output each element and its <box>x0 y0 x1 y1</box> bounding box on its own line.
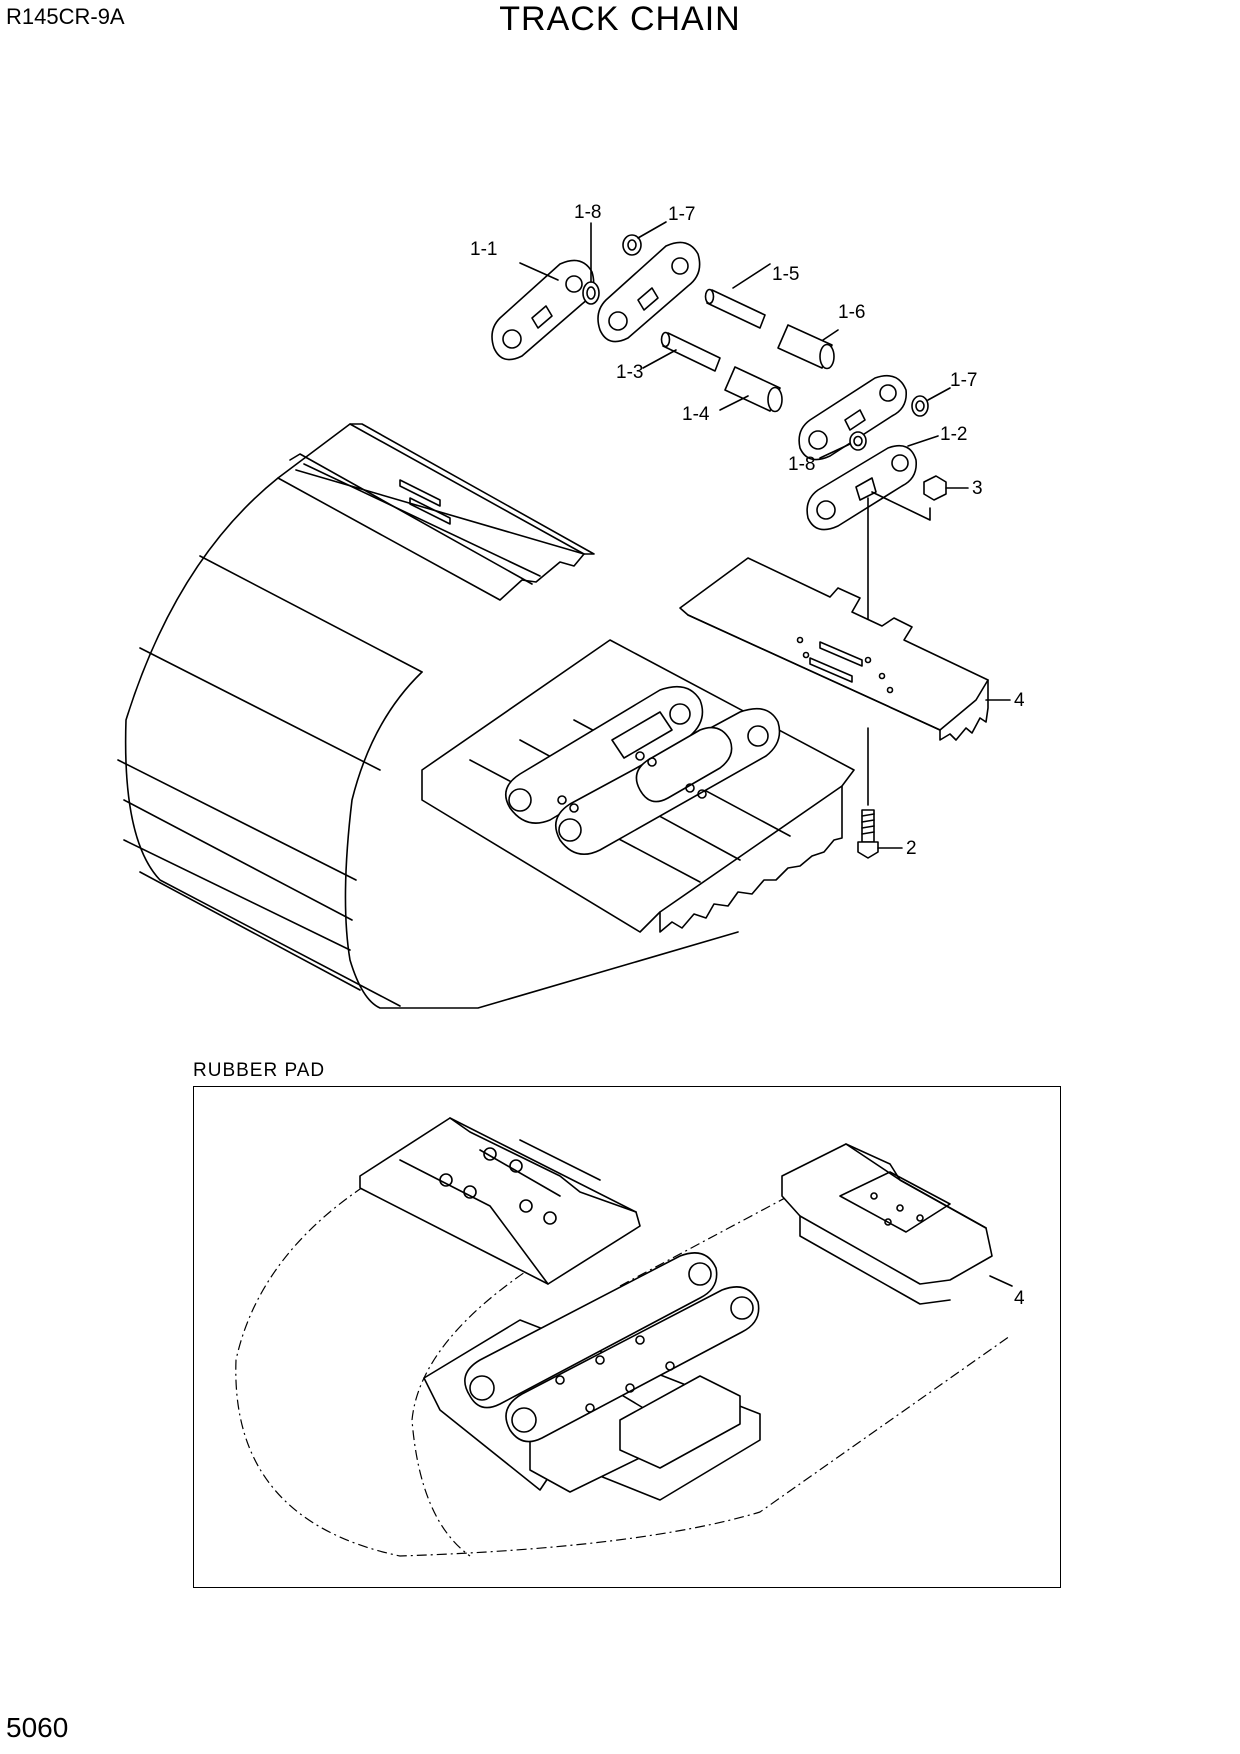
rubber-pad-label: RUBBER PAD <box>193 1060 326 1081</box>
pin-1-3 <box>660 331 721 372</box>
seal-1-7-top <box>622 234 642 256</box>
callout-2: 2 <box>906 838 917 859</box>
callout-1-8-top: 1-8 <box>574 202 601 223</box>
seal-1-7-right <box>911 395 929 417</box>
nut-guide-line <box>871 491 931 521</box>
seal-1-8-right <box>849 431 867 451</box>
bolt-2 <box>857 809 879 859</box>
shoe-4 <box>679 557 989 741</box>
bushing-1-4 <box>724 366 783 413</box>
rubber-pad-assembly <box>235 1117 1011 1557</box>
pin-1-5 <box>704 288 766 329</box>
callout-1-5: 1-5 <box>772 264 799 285</box>
nut-3 <box>923 475 947 501</box>
page-number: 5060 <box>6 1712 69 1743</box>
callout-1-7-right: 1-7 <box>950 370 977 391</box>
link-1-1 <box>491 259 595 361</box>
callout-1-4: 1-4 <box>682 404 710 425</box>
link-1-2-lower <box>806 444 918 531</box>
bushing-1-6 <box>777 324 835 370</box>
callout-1-6: 1-6 <box>838 302 865 323</box>
callout-4: 4 <box>1014 690 1025 711</box>
callout-rubber-pad-4: 4 <box>1014 1288 1025 1309</box>
seal-1-8-top <box>582 281 600 305</box>
leader-lines <box>519 221 1013 1287</box>
link-1-1b <box>597 241 701 343</box>
page-title: TRACK CHAIN <box>499 0 741 38</box>
rubber-pad-frame <box>193 1086 1061 1588</box>
track-assembly <box>117 423 855 1009</box>
callout-1-2: 1-2 <box>940 424 967 445</box>
callout-1-7-top: 1-7 <box>668 204 695 225</box>
link-1-2-upper <box>798 374 908 461</box>
callout-1-8-right: 1-8 <box>788 454 815 475</box>
callout-1-1: 1-1 <box>470 239 497 260</box>
model-number: R145CR-9A <box>6 4 125 29</box>
callout-3: 3 <box>972 478 983 499</box>
callout-1-3: 1-3 <box>616 362 643 383</box>
